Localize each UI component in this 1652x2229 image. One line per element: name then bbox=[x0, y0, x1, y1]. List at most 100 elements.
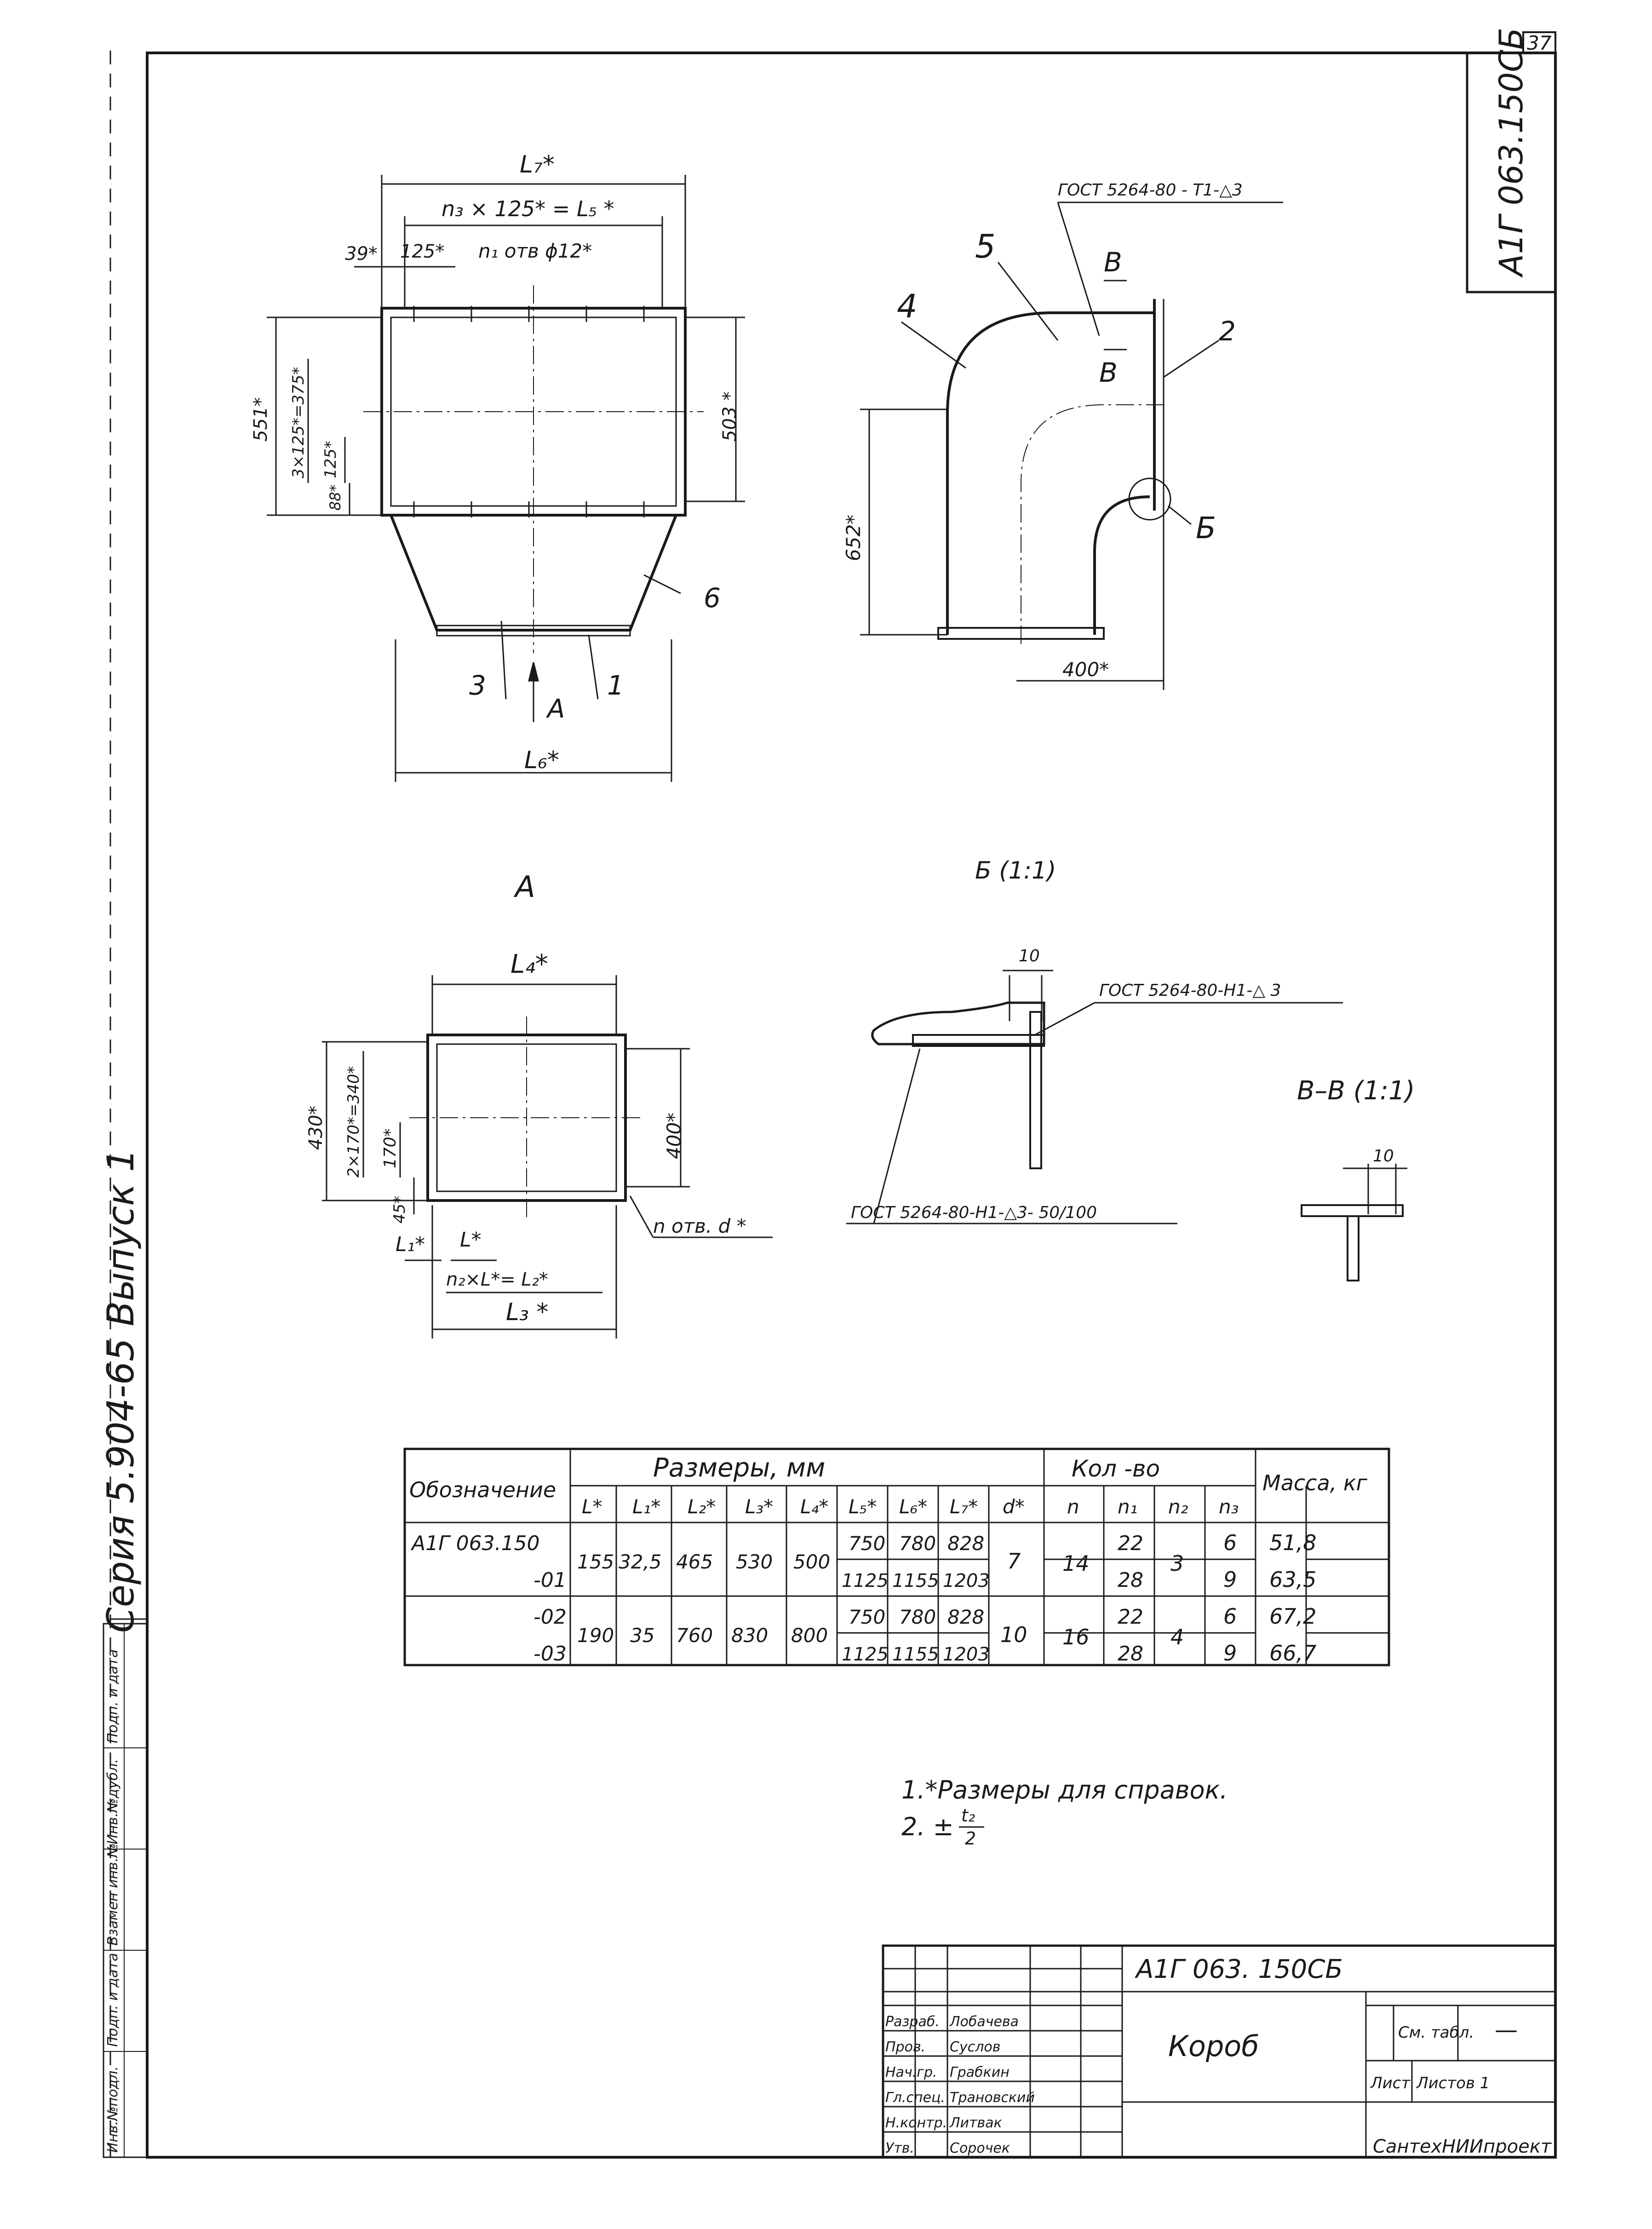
tb-role-6: Утв. bbox=[885, 2140, 914, 2156]
holes-d: n отв. d * bbox=[653, 1215, 746, 1237]
view-a: А L₄* 430* 2×170*=340* 170* 45* L₁* L* n… bbox=[305, 870, 773, 1339]
callout-B: Б bbox=[1196, 511, 1216, 546]
row4-L7: 1203 bbox=[943, 1644, 990, 1665]
dim-400-a: 400* bbox=[663, 1113, 685, 1159]
row4-L5: 1125 bbox=[842, 1644, 889, 1665]
section-bb: В–В (1:1) 10 bbox=[1297, 1076, 1415, 1281]
detail-b-title: Б (1:1) bbox=[975, 857, 1056, 885]
th-mass: Масса, кг bbox=[1262, 1471, 1368, 1495]
row3-L5: 750 bbox=[849, 1606, 885, 1628]
g2-L2: 760 bbox=[676, 1624, 713, 1647]
tb-role-2: Пров. bbox=[885, 2039, 925, 2055]
th-L4: L₄* bbox=[800, 1495, 828, 1518]
page-number: 37 bbox=[1527, 32, 1552, 54]
g1-d: 7 bbox=[1007, 1549, 1021, 1574]
tb-name-2: Суслов bbox=[950, 2039, 1000, 2055]
callout-2: 2 bbox=[1219, 316, 1236, 347]
row1-L6: 780 bbox=[899, 1532, 936, 1555]
row1-n3: 6 bbox=[1223, 1530, 1237, 1555]
row2-des: -01 bbox=[533, 1568, 567, 1592]
gost-top: ГОСТ 5264-80 - Т1-△3 bbox=[1058, 181, 1243, 200]
side-strip: Серия 5.904-65 Выпуск 1 Инв.№подл. Подп.… bbox=[99, 1149, 148, 2158]
tb-sheet: Лист bbox=[1370, 2074, 1411, 2092]
row3-L6: 780 bbox=[899, 1606, 936, 1628]
g1-L1: 32,5 bbox=[619, 1551, 662, 1573]
dim-45: 45* bbox=[390, 1196, 409, 1224]
note-2-num: t₂ bbox=[961, 1805, 975, 1826]
dim-652: 652* bbox=[842, 515, 865, 561]
detail-b-dim10: 10 bbox=[1019, 947, 1040, 965]
row4-n1: 28 bbox=[1118, 1642, 1143, 1666]
dim-430: 430* bbox=[305, 1106, 327, 1150]
row2-n1: 28 bbox=[1118, 1568, 1143, 1592]
g2-L3: 830 bbox=[731, 1624, 768, 1647]
row1-L5: 750 bbox=[849, 1532, 885, 1555]
row4-mass: 66,7 bbox=[1269, 1641, 1316, 1666]
row4-n3: 9 bbox=[1223, 1641, 1237, 1666]
dim-L3: L₃ * bbox=[506, 1298, 548, 1326]
section-bb-title: В–В (1:1) bbox=[1297, 1076, 1415, 1106]
note-1: 1.*Размеры для справок. bbox=[901, 1775, 1228, 1804]
stamp-top-right: А1Г 063.150СБ bbox=[1466, 28, 1557, 293]
tb-name: Короб bbox=[1168, 2029, 1259, 2063]
dim-170: 170* bbox=[381, 1128, 400, 1168]
view-arrow-A: A bbox=[546, 694, 565, 724]
row3-des: -02 bbox=[533, 1605, 567, 1629]
th-qty: Кол -во bbox=[1072, 1455, 1160, 1482]
section-bb-dim10: 10 bbox=[1373, 1147, 1394, 1166]
row1-des: А1Г 063.150 bbox=[410, 1532, 540, 1555]
tb-role-1: Разраб. bbox=[885, 2014, 940, 2030]
g1-L2: 465 bbox=[676, 1551, 713, 1573]
dim-551: 551* bbox=[250, 397, 271, 442]
sheet-frame bbox=[146, 52, 1557, 2159]
notes: 1.*Размеры для справок. 2. ± t₂ 2 bbox=[901, 1775, 1228, 1849]
title-block: А1Г 063. 150СБ Короб СантехНИИпроект Лис… bbox=[882, 1944, 1557, 2159]
side-label-2: Подп. и дата bbox=[105, 1953, 121, 2047]
tb-sheets: Листов 1 bbox=[1416, 2074, 1490, 2092]
detail-b-gost1: ГОСТ 5264-80-Н1-△ 3 bbox=[1099, 981, 1281, 1000]
dim-n2L: n₂×L*= L₂* bbox=[446, 1269, 548, 1290]
note-2-prefix: 2. ± bbox=[901, 1812, 954, 1841]
g1-n: 14 bbox=[1062, 1551, 1090, 1576]
dim-88: 88* bbox=[327, 484, 344, 511]
front-view: L₇* n₃ × 125* = L₅ * 39* 125* n₁ отв ϕ12… bbox=[250, 151, 745, 782]
dim-L4: L₄* bbox=[511, 949, 548, 979]
th-dims: Размеры, мм bbox=[653, 1453, 825, 1483]
g1-n2: 3 bbox=[1170, 1551, 1184, 1576]
dim-400: 400* bbox=[1062, 658, 1109, 681]
row2-mass: 63,5 bbox=[1269, 1567, 1316, 1592]
g2-L1: 35 bbox=[630, 1624, 654, 1647]
row2-n3: 9 bbox=[1223, 1567, 1237, 1592]
callout-4: 4 bbox=[897, 287, 918, 325]
th-n1: n₁ bbox=[1118, 1495, 1137, 1518]
th-L: L* bbox=[582, 1495, 602, 1518]
series-label: Серия 5.904-65 Выпуск 1 bbox=[99, 1149, 142, 1633]
th-L1: L₁* bbox=[632, 1495, 660, 1518]
side-label-3: Взамен инв.№ bbox=[105, 1843, 121, 1946]
tb-name-5: Литвак bbox=[949, 2115, 1002, 2131]
th-n3: n₃ bbox=[1219, 1495, 1239, 1518]
row4-des: -03 bbox=[533, 1642, 567, 1666]
detail-b-gost2: ГОСТ 5264-80-Н1-△3- 50/100 bbox=[851, 1203, 1097, 1222]
dim-39: 39* bbox=[345, 243, 378, 264]
dim-125: 125* bbox=[400, 241, 444, 262]
dim-L5: n₃ × 125* = L₅ * bbox=[442, 196, 614, 221]
section-B-top: В bbox=[1104, 247, 1122, 278]
th-L2: L₂* bbox=[688, 1495, 716, 1518]
dim-503: 503 * bbox=[719, 391, 740, 442]
stamp-code: А1Г 063.150СБ bbox=[1492, 28, 1530, 278]
callout-1: 1 bbox=[607, 670, 624, 701]
side-view: ГОСТ 5264-80 - Т1-△3 5 4 2 В В 652* 400*… bbox=[842, 181, 1283, 690]
side-label-5: Подп. и дата bbox=[105, 1649, 121, 1743]
holes-label: n₁ отв ϕ12* bbox=[478, 240, 592, 262]
row1-n1: 22 bbox=[1118, 1532, 1143, 1555]
dim-375: 3×125*=375* bbox=[289, 367, 308, 478]
detail-b: Б (1:1) 10 ГОСТ 5264-80-Н1-△ 3 ГОСТ 5264… bbox=[846, 857, 1343, 1224]
dim-125-v: 125* bbox=[321, 441, 340, 478]
g2-d: 10 bbox=[1000, 1622, 1027, 1647]
g2-n: 16 bbox=[1062, 1625, 1090, 1649]
dim-L7: L₇* bbox=[520, 151, 555, 178]
tb-name-6: Сорочек bbox=[950, 2140, 1010, 2156]
tb-role-3: Нач.гр. bbox=[885, 2064, 937, 2080]
